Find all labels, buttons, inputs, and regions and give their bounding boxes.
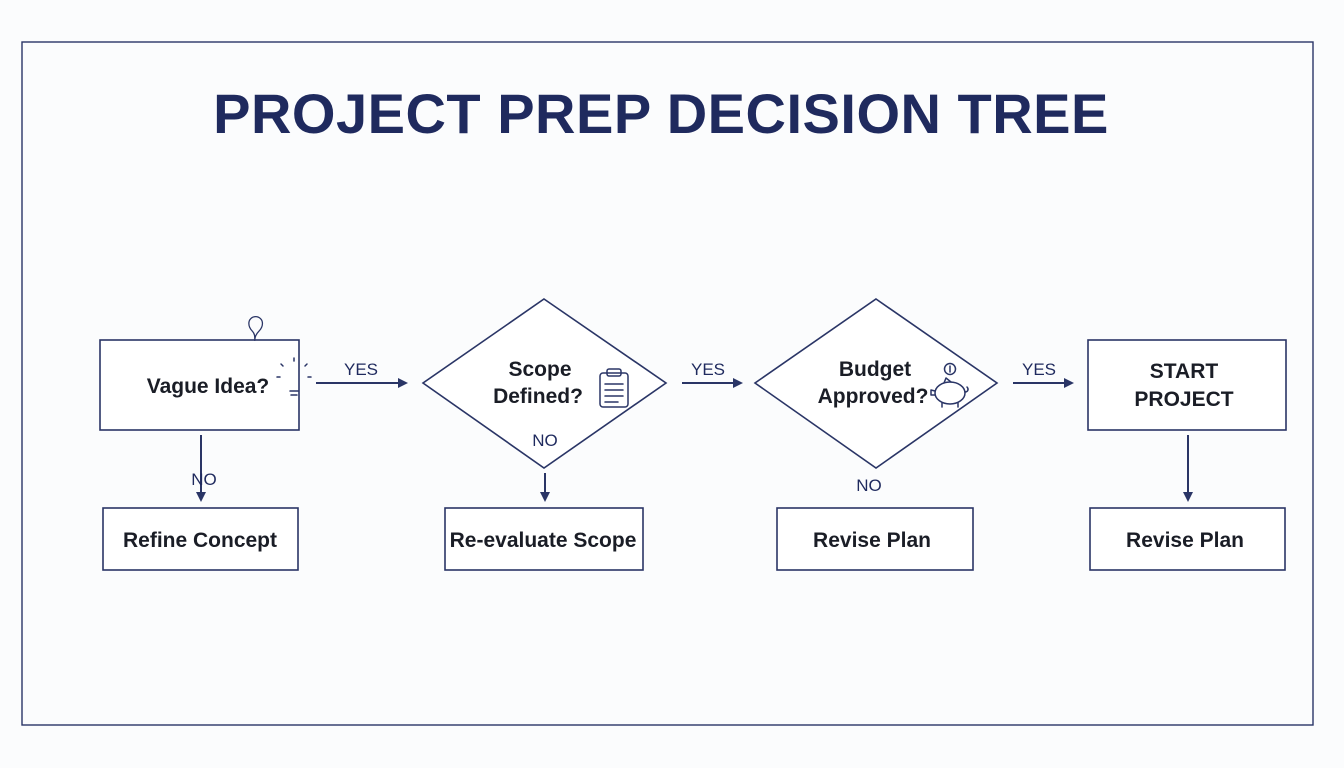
- piggy-bank-icon: [930, 362, 969, 408]
- edge-label-no-3: NO: [856, 476, 882, 495]
- node-scope-defined-label-line2: Defined?: [493, 385, 583, 408]
- node-vague-idea-box: [99, 339, 300, 431]
- node-start-project-label-line1: START: [1150, 360, 1219, 383]
- node-revise-plan-1-label: Revise Plan: [813, 529, 931, 552]
- node-refine-concept: Refine Concept: [102, 507, 299, 571]
- edge-label-no-2: NO: [532, 431, 558, 450]
- node-revise-plan-2: Revise Plan: [1089, 507, 1286, 571]
- node-scope-defined: Scope Defined?: [421, 298, 668, 469]
- node-vague-idea-label: Vague Idea?: [147, 375, 270, 398]
- node-reevaluate-scope-box: [444, 507, 644, 571]
- node-revise-plan-1: Revise Plan: [776, 507, 974, 571]
- node-refine-concept-label: Refine Concept: [123, 529, 277, 552]
- node-reevaluate-scope: Re-evaluate Scope: [444, 507, 644, 571]
- node-start-project-label-line2: PROJECT: [1134, 388, 1233, 411]
- edge-label-yes-3: YES: [1022, 360, 1056, 379]
- edge-label-yes-2: YES: [691, 360, 725, 379]
- node-budget-approved-diamond: [753, 298, 999, 469]
- node-budget-approved: Budget Approved?: [753, 298, 999, 469]
- node-revise-plan-2-box: [1089, 507, 1286, 571]
- node-vague-idea: Vague Idea?: [99, 315, 312, 431]
- node-start-project: START PROJECT: [1087, 339, 1287, 431]
- node-refine-concept-box: [102, 507, 299, 571]
- edge-label-yes-1: YES: [344, 360, 378, 379]
- node-scope-defined-diamond: [421, 298, 668, 469]
- diagram-title: PROJECT PREP DECISION TREE: [213, 82, 1109, 145]
- node-budget-approved-label-line2: Approved?: [818, 385, 929, 408]
- node-revise-plan-2-label: Revise Plan: [1126, 529, 1244, 552]
- edge-label-no-1: NO: [191, 470, 217, 489]
- diagram-frame: [21, 41, 1314, 726]
- clipboard-icon: [599, 368, 629, 408]
- node-revise-plan-1-box: [776, 507, 974, 571]
- lightbulb-icon: [248, 315, 312, 396]
- node-scope-defined-label-line1: Scope: [508, 358, 571, 381]
- node-budget-approved-label-line1: Budget: [839, 358, 911, 381]
- node-start-project-box: [1087, 339, 1287, 431]
- node-reevaluate-scope-label: Re-evaluate Scope: [450, 529, 637, 552]
